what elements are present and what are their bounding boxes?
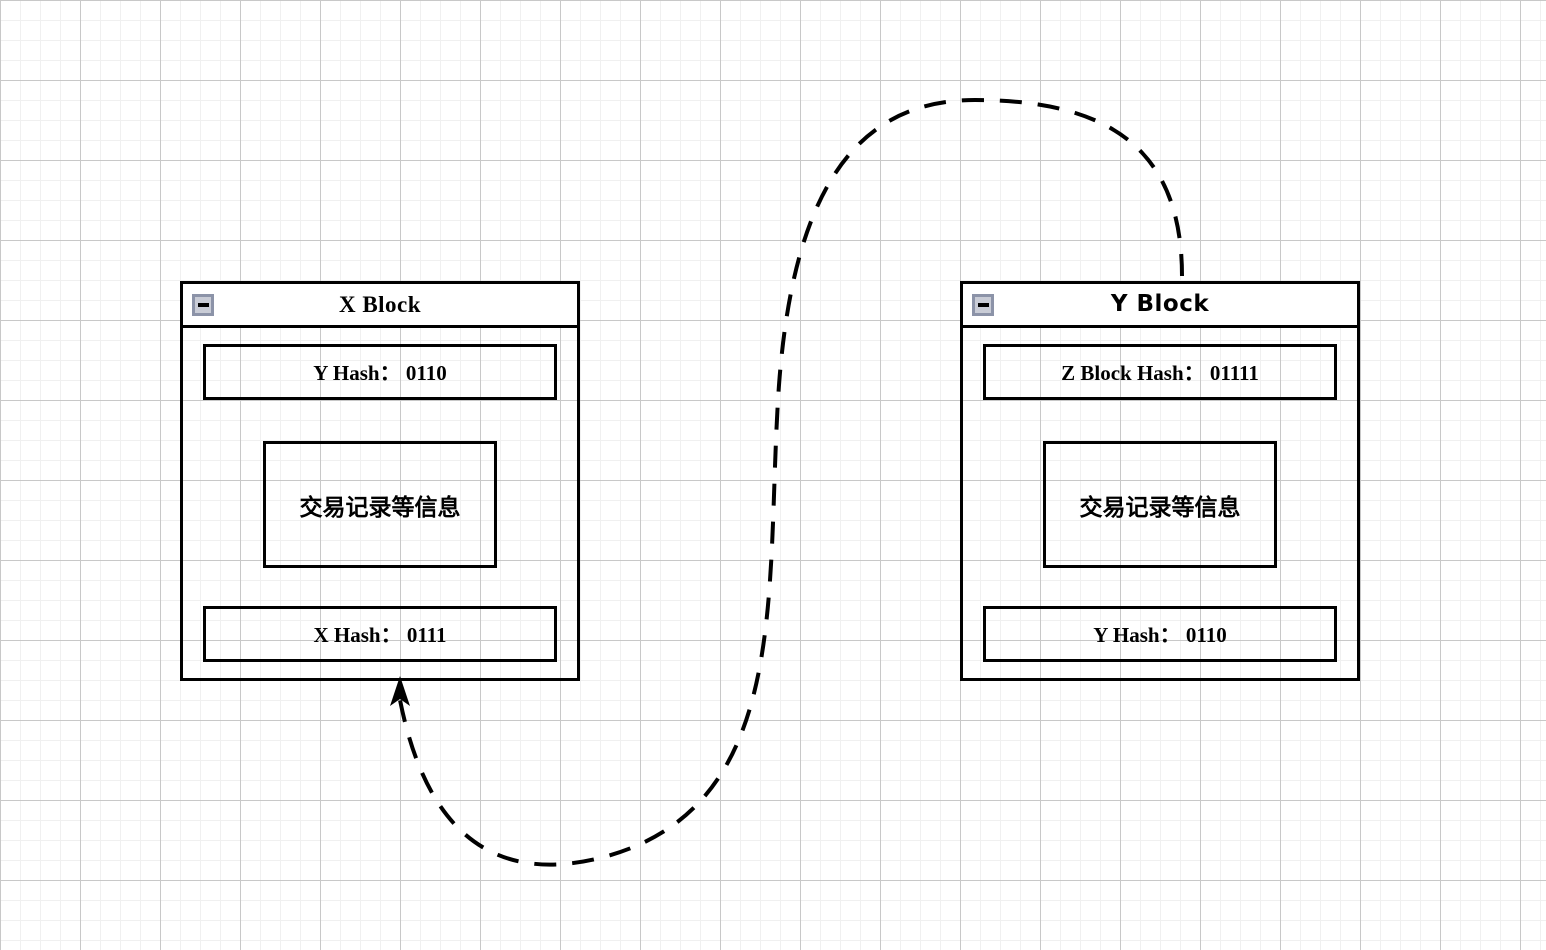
- block-y[interactable]: Y Block Z Block Hash： 01111 交易记录等信息 Y Ha…: [960, 281, 1360, 681]
- minus-icon-bar: [197, 302, 209, 307]
- block-x-transactions-box: 交易记录等信息: [263, 441, 497, 568]
- block-x-body: Y Hash： 0110 交易记录等信息 X Hash： 0111: [183, 328, 577, 678]
- minus-icon[interactable]: [972, 293, 994, 316]
- block-y-body: Z Block Hash： 01111 交易记录等信息 Y Hash： 0110: [963, 328, 1357, 678]
- block-x-top-hash-box: Y Hash： 0110: [203, 344, 557, 400]
- block-x-top-hash-text: Y Hash： 0110: [313, 361, 447, 385]
- minus-icon[interactable]: [192, 293, 214, 316]
- block-x-titlebar: X Block: [183, 284, 577, 328]
- block-x[interactable]: X Block Y Hash： 0110 交易记录等信息 X Hash： 011…: [180, 281, 580, 681]
- block-y-top-hash-box: Z Block Hash： 01111: [983, 344, 1337, 400]
- block-x-title: X Block: [338, 292, 422, 317]
- block-x-transactions-text: 交易记录等信息: [299, 494, 461, 521]
- block-x-bottom-hash-text: X Hash： 0111: [313, 623, 447, 647]
- block-y-title: Y Block: [1110, 291, 1210, 317]
- block-y-bottom-hash-box: Y Hash： 0110: [983, 606, 1337, 662]
- block-y-transactions-text: 交易记录等信息: [1079, 494, 1241, 521]
- block-x-bottom-hash-box: X Hash： 0111: [203, 606, 557, 662]
- block-y-titlebar: Y Block: [963, 284, 1357, 328]
- block-y-transactions-box: 交易记录等信息: [1043, 441, 1277, 568]
- minus-icon-bar: [977, 302, 989, 307]
- block-y-top-hash-text: Z Block Hash： 01111: [1061, 361, 1259, 385]
- block-y-bottom-hash-text: Y Hash： 0110: [1093, 623, 1227, 647]
